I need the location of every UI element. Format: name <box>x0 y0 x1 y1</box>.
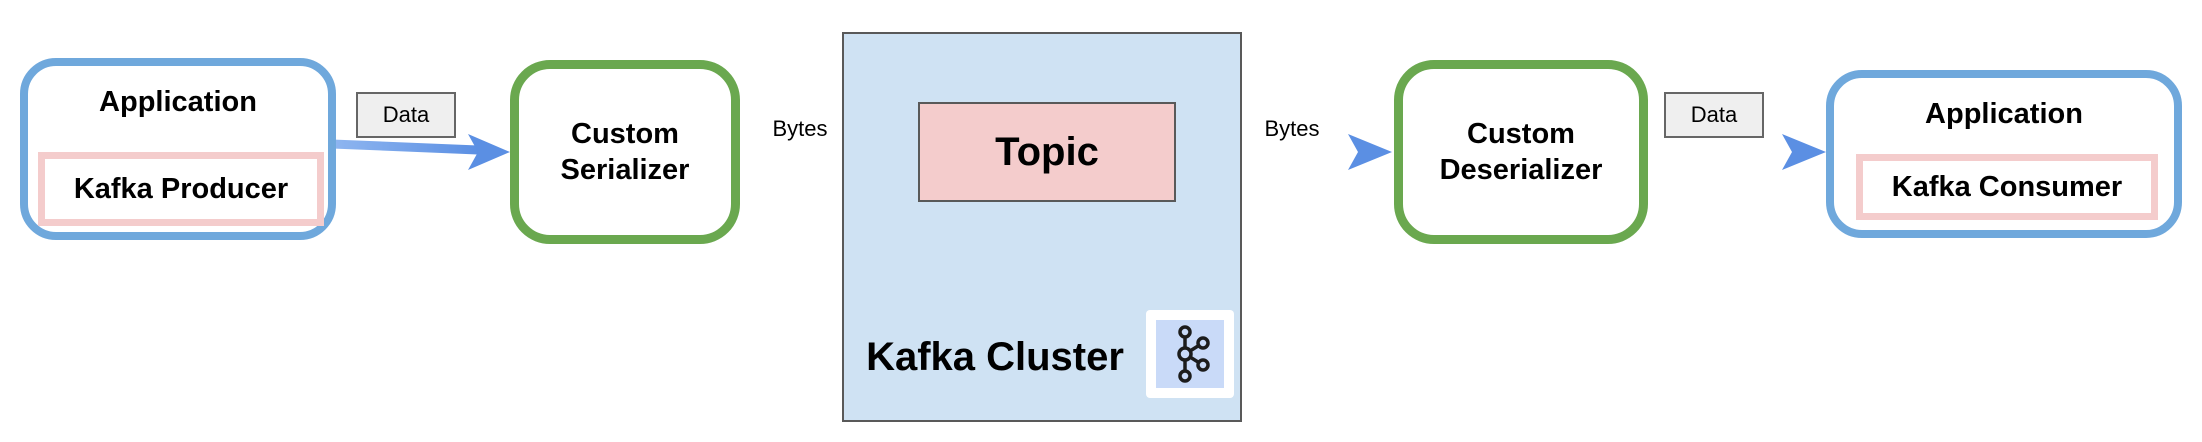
arrow-deserializer-to-consumer <box>1643 134 1826 170</box>
deserializer-label-line1: Custom <box>1467 118 1575 150</box>
kafka-logo-icon <box>1156 320 1224 388</box>
producer-application-box: Application Kafka Producer <box>20 58 336 240</box>
deserializer-label-line2: Deserializer <box>1439 154 1603 186</box>
serializer-label-line1: Custom <box>571 118 679 150</box>
kafka-logo-svg <box>1177 325 1210 383</box>
consumer-application-title: Application <box>1925 97 2083 130</box>
serializer-label-line2: Serializer <box>560 154 690 186</box>
edge-label-producer-to-serializer: Data <box>356 92 456 138</box>
kafka-producer-box: Kafka Producer <box>38 152 324 226</box>
kafka-producer-label: Kafka Producer <box>73 172 289 205</box>
topic-label: Topic <box>995 129 1099 174</box>
custom-deserializer-box: Custom Deserializer <box>1394 60 1648 244</box>
consumer-application-box: Application Kafka Consumer <box>1826 70 2182 238</box>
edge-label-serializer-to-topic: Bytes <box>772 116 828 141</box>
kafka-consumer-label: Kafka Consumer <box>1891 170 2123 203</box>
custom-serializer-box: Custom Serializer <box>510 60 740 244</box>
producer-application-title: Application <box>99 85 257 118</box>
edge-label-topic-to-deserializer: Bytes <box>1264 116 1320 141</box>
edge-label-deserializer-to-consumer: Data <box>1664 92 1764 138</box>
kafka-cluster-label: Kafka Cluster <box>866 334 1124 379</box>
kafka-cluster-box: Kafka Cluster <box>842 32 1242 422</box>
topic-box: Topic <box>918 102 1176 202</box>
kafka-logo-frame <box>1146 310 1234 398</box>
kafka-consumer-box: Kafka Consumer <box>1856 154 2158 220</box>
arrow-producer-to-serializer <box>327 134 510 170</box>
